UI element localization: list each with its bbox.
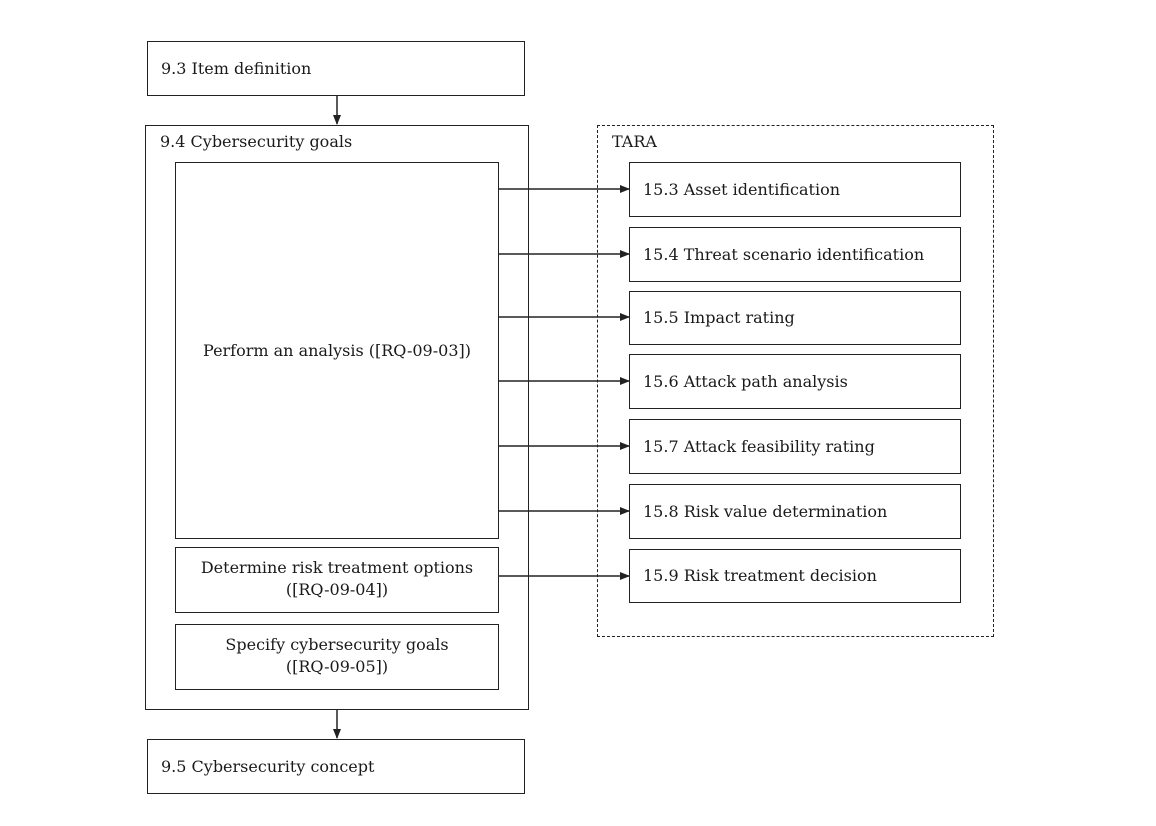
perform-analysis-box: Perform an analysis ([RQ-09-03]) [175, 162, 499, 539]
cybersecurity-goals-label: 9.4 Cybersecurity goals [160, 132, 353, 151]
determine-risk-treatment-box: Determine risk treatment options ([RQ-09… [175, 547, 499, 613]
cybersecurity-concept-label: 9.5 Cybersecurity concept [161, 757, 375, 776]
tara-step-risk-treatment-decision: 15.9 Risk treatment decision [629, 549, 961, 603]
tara-box: TARA [597, 125, 994, 637]
tara-step-impact-rating: 15.5 Impact rating [629, 291, 961, 345]
item-definition-box: 9.3 Item definition [147, 41, 525, 96]
determine-risk-treatment-label: Determine risk treatment options ([RQ-09… [200, 558, 474, 599]
item-definition-label: 9.3 Item definition [161, 59, 312, 78]
tara-step-threat-scenario-identification: 15.4 Threat scenario identification [629, 227, 961, 282]
specify-cybersecurity-goals-label: Specify cybersecurity goals ([RQ-09-05]) [225, 635, 449, 676]
cybersecurity-concept-box: 9.5 Cybersecurity concept [147, 739, 525, 794]
tara-step-risk-value-determination: 15.8 Risk value determination [629, 484, 961, 539]
specify-cybersecurity-goals-box: Specify cybersecurity goals ([RQ-09-05]) [175, 624, 499, 690]
tara-step-asset-identification: 15.3 Asset identification [629, 162, 961, 217]
cybersecurity-goals-box: 9.4 Cybersecurity goals [145, 125, 529, 710]
tara-step-attack-feasibility-rating: 15.7 Attack feasibility rating [629, 419, 961, 474]
perform-analysis-label: Perform an analysis ([RQ-09-03]) [203, 341, 471, 360]
tara-label: TARA [612, 132, 657, 151]
tara-step-attack-path-analysis: 15.6 Attack path analysis [629, 354, 961, 409]
